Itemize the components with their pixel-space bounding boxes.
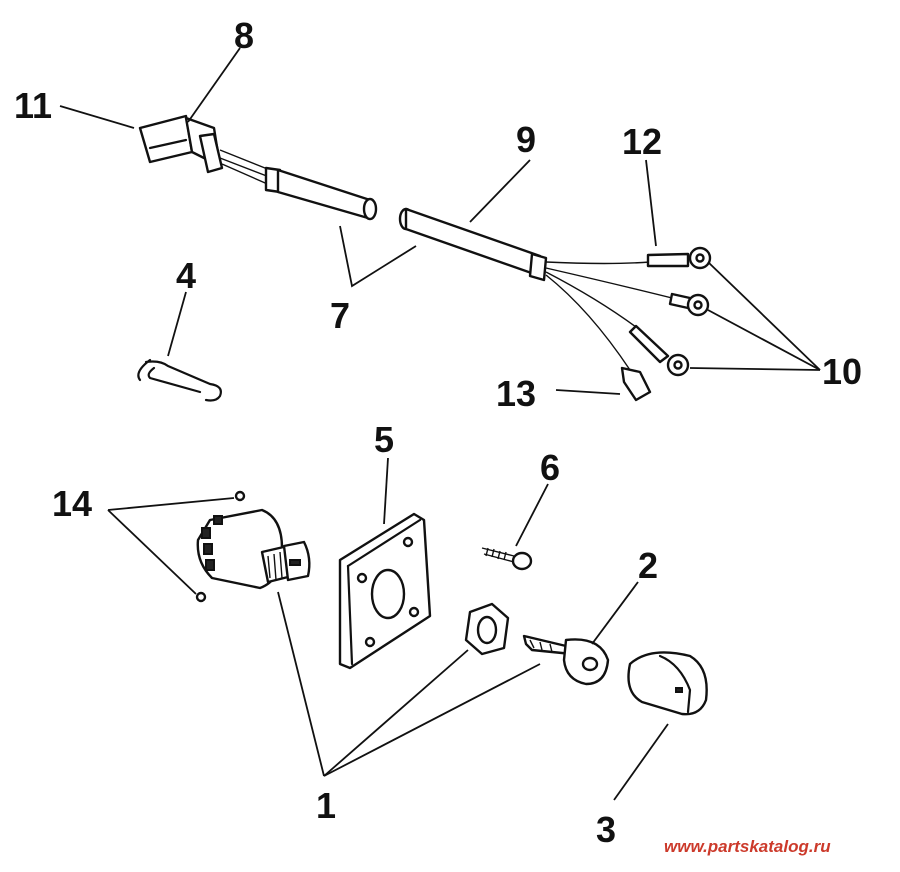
callout-13: 13 (496, 373, 536, 414)
boot-cap (627, 651, 708, 716)
callout-14: 14 (52, 483, 92, 524)
watermark-text: www.partskatalog.ru (664, 837, 831, 856)
mounting-plate (338, 512, 432, 670)
key (522, 634, 610, 686)
callout-12: 12 (622, 121, 662, 162)
screw (481, 547, 533, 571)
ignition-switch (195, 490, 311, 603)
clip (137, 358, 222, 402)
callout-1: 1 (316, 785, 336, 826)
leader-lines (59, 47, 821, 801)
callout-8: 8 (234, 15, 254, 56)
callout-3: 3 (596, 809, 616, 850)
callout-4: 4 (176, 255, 196, 296)
callout-7: 7 (330, 295, 350, 336)
callout-10: 10 (822, 351, 862, 392)
callout-6: 6 (540, 447, 560, 488)
callout-numbers: 8 11 9 12 4 7 10 13 5 6 14 2 1 3 (14, 15, 862, 850)
harness-left (138, 114, 378, 221)
callout-9: 9 (516, 119, 536, 160)
callout-5: 5 (374, 419, 394, 460)
callout-2: 2 (638, 545, 658, 586)
harness-right (398, 207, 712, 402)
nut (464, 602, 510, 656)
callout-11: 11 (14, 85, 52, 126)
